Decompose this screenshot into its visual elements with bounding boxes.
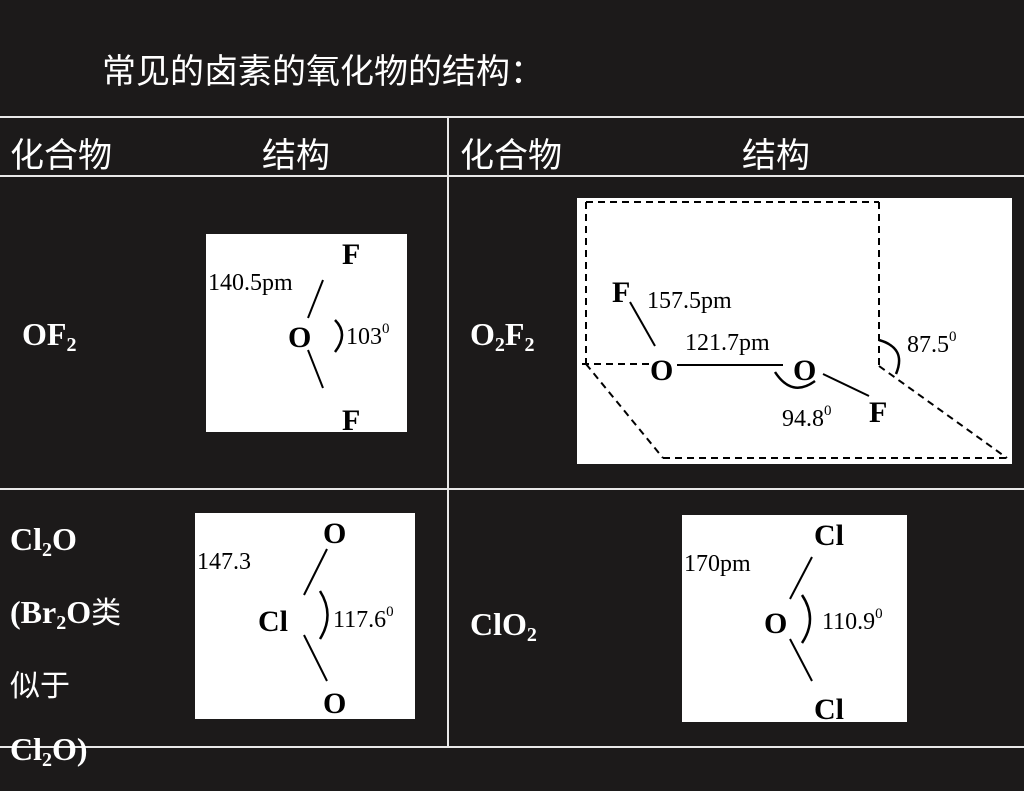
atom-f-top: F <box>342 238 360 271</box>
header-right-structure: 结构 <box>742 136 810 176</box>
header-left-compound: 化合物 <box>10 136 112 176</box>
atom-o-top: O <box>323 517 346 550</box>
angle-oof: 94.80 <box>782 403 832 432</box>
compound-of2: OF2 <box>22 316 77 356</box>
atom-o-center: O <box>288 321 311 354</box>
cl2o-line-4: Cl2O) <box>10 731 88 771</box>
bond-of: 157.5pm <box>647 288 732 314</box>
header-left-structure: 结构 <box>262 136 330 176</box>
bond-angle: 1030 <box>346 321 390 350</box>
bond-angle-cl2o: 117.60 <box>333 604 394 633</box>
angle-dihedral: 87.50 <box>907 329 957 358</box>
atom-f2: F <box>869 396 887 429</box>
bond-angle-clo2: 110.90 <box>822 606 883 635</box>
atom-o-center-clo2: O <box>764 607 787 640</box>
bond-length-cl2o: 147.3 <box>197 549 251 575</box>
header-right-compound: 化合物 <box>460 136 562 176</box>
structure-clo2: Cl O Cl 170pm 110.90 <box>682 515 907 722</box>
bond-length: 140.5pm <box>208 270 293 296</box>
compound-clo2: ClO2 <box>470 606 537 646</box>
bond-length-clo2: 170pm <box>684 551 751 577</box>
atom-o-bottom: O <box>323 687 346 719</box>
structure-cl2o: O Cl O 147.3 117.60 <box>195 513 415 719</box>
atom-o2: O <box>793 354 816 387</box>
cl2o-line-3: 似于 <box>10 669 70 704</box>
atom-cl-center: Cl <box>258 605 288 638</box>
table-grid <box>0 116 1024 748</box>
bond-oo: 121.7pm <box>685 330 770 356</box>
atom-cl-top: Cl <box>814 519 844 552</box>
atom-f-bottom: F <box>342 404 360 432</box>
page-title: 常见的卤素的氧化物的结构： <box>102 52 544 92</box>
atom-cl-bottom: Cl <box>814 693 844 722</box>
structure-of2: F O F 140.5pm 1030 <box>206 234 407 432</box>
atom-o1: O <box>650 354 673 387</box>
cl2o-line-2: (Br2O类 <box>10 594 122 634</box>
structure-o2f2: F O O F 157.5pm 121.7pm 94.80 87.50 <box>577 198 1012 464</box>
compound-cl2o: Cl2O (Br2O类 似于 Cl2O) <box>10 508 160 791</box>
cl2o-line-1: Cl2O <box>10 521 77 561</box>
atom-f1: F <box>612 276 630 309</box>
compound-o2f2: O2F2 <box>470 316 535 356</box>
